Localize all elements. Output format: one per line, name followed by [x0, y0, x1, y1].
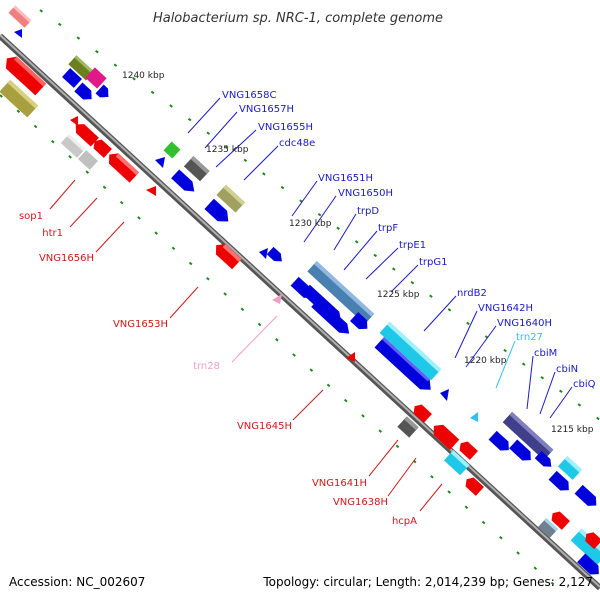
gene-label: cbiN [556, 364, 578, 375]
forward-strand-features [8, 5, 600, 575]
leader-lines [49, 97, 573, 512]
gene-label: VNG1655H [258, 122, 313, 133]
map-title: Halobacterium sp. NRC-1, complete genome [153, 11, 443, 26]
forward-gene-labels: VNG1658C VNG1657H VNG1655H cdc48e VNG165… [222, 90, 596, 390]
accession-text: Accession: NC_002607 [9, 575, 145, 589]
gene-label: trpF [378, 223, 398, 234]
gene-label: VNG1658C [222, 90, 277, 101]
gene-label: nrdB2 [457, 288, 487, 299]
reverse-gene-labels: sop1 htr1 VNG1656H VNG1653H trn28 VNG164… [19, 211, 417, 527]
gene-label: trpD [357, 206, 379, 217]
gene-label: cbiM [534, 348, 557, 359]
genome-summary-text: Topology: circular; Length: 2,014,239 bp… [262, 575, 593, 589]
gene-label: VNG1638H [333, 497, 388, 508]
gene-label: VNG1656H [39, 253, 94, 264]
tick-label: 1220 kbp [464, 356, 507, 366]
genome-backbone [0, 33, 600, 591]
gene-label: VNG1645H [237, 421, 292, 432]
gene-label: sop1 [19, 211, 43, 222]
tick-label: 1230 kbp [289, 219, 332, 229]
gene-label: cdc48e [279, 138, 315, 149]
gene-label: cbiQ [573, 379, 596, 390]
gene-label: VNG1650H [338, 188, 393, 199]
guide-dots [0, 9, 600, 591]
gene-label: trpE1 [399, 240, 426, 251]
tick-label: 1225 kbp [377, 290, 420, 300]
gene-label: trpG1 [419, 257, 448, 268]
gene-label: VNG1653H [113, 319, 168, 330]
gene-label: VNG1657H [239, 104, 294, 115]
tick-label: 1215 kbp [551, 425, 594, 435]
gene-label: VNG1642H [478, 303, 533, 314]
tick-label: 1235 kbp [206, 145, 249, 155]
gene-label: VNG1641H [312, 478, 367, 489]
gene-label: htr1 [42, 228, 63, 239]
reverse-strand-features [0, 56, 600, 550]
gene-label: hcpA [392, 516, 417, 527]
tick-label: 1240 kbp [122, 71, 165, 81]
gene-label-trna: trn28 [193, 361, 220, 372]
gene-label-trna: trn27 [516, 332, 543, 343]
gene-label: VNG1651H [318, 173, 373, 184]
scale-ticks: 1240 kbp 1235 kbp 1230 kbp 1225 kbp 1220… [122, 71, 594, 435]
gene-label: VNG1640H [497, 318, 552, 329]
